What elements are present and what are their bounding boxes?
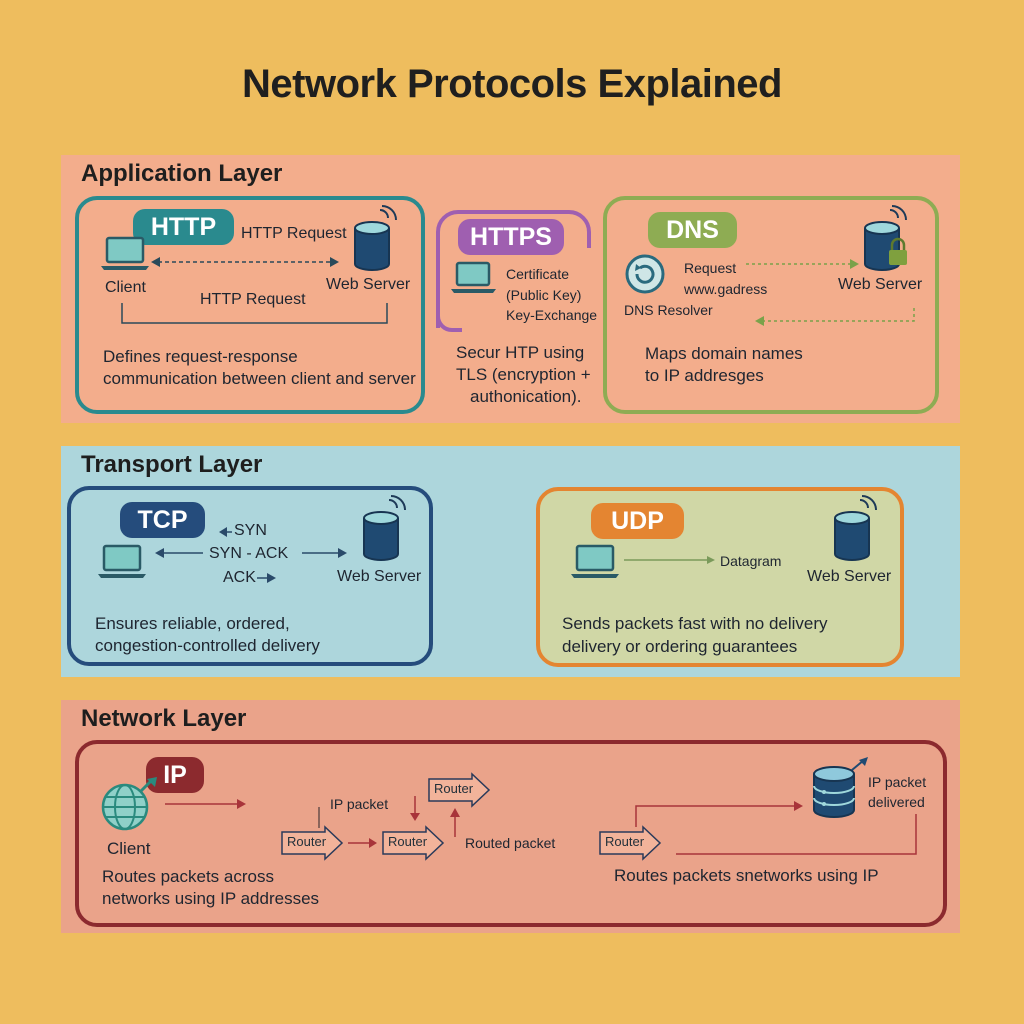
page-title: Network Protocols Explained	[242, 62, 782, 106]
tcp-description-2: congestion-controlled delivery	[95, 636, 320, 655]
network-layer-title: Network Layer	[81, 705, 247, 732]
synack-left-arrow	[155, 548, 203, 558]
https-frame	[436, 210, 591, 332]
delivery-line	[676, 814, 917, 855]
https-cert-3: Key-Exchange	[506, 307, 598, 323]
client-packet-arrow	[165, 799, 246, 809]
server-icon	[834, 495, 877, 561]
udp-description-1: Sends packets fast with no delivery	[562, 614, 828, 633]
dns-resolver-label: DNS Resolver	[624, 302, 713, 318]
router-1-label: Router	[287, 834, 327, 849]
dns-request-arrow	[746, 259, 859, 269]
dns-label: DNS	[648, 212, 737, 248]
refresh-icon	[625, 254, 665, 294]
router-2: Router	[382, 825, 445, 861]
server-icon	[363, 495, 406, 561]
globe-icon	[101, 777, 157, 831]
datagram-arrow	[624, 556, 715, 564]
ip-packet-label: IP packet	[330, 796, 389, 812]
syn-arrow	[219, 527, 232, 537]
udp-datagram: Datagram	[720, 553, 782, 569]
router-arrow-shape	[281, 825, 344, 861]
https-description-1: Secur HTP using	[456, 343, 585, 362]
dns-domain: www.gadress	[684, 281, 768, 297]
dns-card	[603, 196, 939, 414]
http-card	[75, 196, 425, 414]
http-request-top: HTTP Request	[241, 225, 347, 242]
ip-card	[75, 740, 947, 927]
tcp-syn: SYN	[234, 522, 267, 539]
to-server-arrow	[635, 801, 803, 827]
synack-right-arrow	[302, 548, 347, 558]
network-layer-band: Network Layer	[61, 700, 960, 933]
ip-description-left-1: Routes packets across	[102, 867, 274, 886]
tcp-server-label: Web Server	[337, 568, 422, 585]
http-label: HTTP	[133, 209, 234, 245]
router-4-label: Router	[605, 834, 645, 849]
tcp-description-1: Ensures reliable, ordered,	[95, 614, 290, 633]
dns-server-label: Web Server	[838, 276, 923, 293]
ip-packet-pointer	[318, 807, 320, 828]
ip-label: IP	[146, 757, 204, 793]
database-server-icon	[813, 757, 868, 818]
tcp-label: TCP	[120, 502, 205, 538]
router-4: Router	[599, 825, 662, 861]
udp-server-label: Web Server	[807, 568, 892, 585]
https-description-2: TLS (encryption +	[456, 365, 591, 384]
transport-layer-title: Transport Layer	[81, 451, 263, 478]
router-3: Router	[428, 772, 491, 808]
router-down-arrow	[410, 796, 420, 821]
router-arrow-shape	[599, 825, 662, 861]
server-icon	[354, 205, 397, 271]
http-bidirectional-arrow	[151, 257, 339, 267]
router-arrow-shape	[382, 825, 445, 861]
udp-description-2: delivery or ordering guarantees	[562, 637, 798, 656]
http-request-bottom: HTTP Request	[200, 291, 306, 308]
delivered-label-2: delivered	[868, 794, 925, 810]
routed-up-arrow	[450, 808, 460, 837]
http-bracket	[121, 303, 388, 324]
http-description-2: communication between client and server	[103, 369, 416, 388]
laptop-icon	[571, 544, 619, 578]
tcp-synack: SYN - ACK	[209, 545, 289, 562]
dns-response-arrow	[755, 308, 915, 326]
ack-arrow	[257, 573, 276, 583]
tcp-card	[67, 486, 433, 666]
dns-description-1: Maps domain names	[645, 344, 803, 363]
secure-server-icon	[864, 205, 907, 271]
http-description-1: Defines request-response	[103, 347, 298, 366]
http-client-label: Client	[105, 279, 146, 296]
tcp-ack: ACK	[223, 569, 256, 586]
udp-label: UDP	[591, 503, 684, 539]
router-link-arrow	[348, 838, 377, 848]
delivered-label-1: IP packet	[868, 774, 927, 790]
laptop-icon	[451, 261, 496, 293]
dns-description-2: to IP addresges	[645, 366, 764, 385]
https-description-3: authonication).	[470, 387, 582, 406]
dns-request: Request	[684, 260, 737, 276]
application-layer-title: Application Layer	[81, 160, 283, 187]
laptop-icon	[98, 544, 146, 578]
http-server-label: Web Server	[326, 276, 411, 293]
https-cert-2: (Public Key)	[506, 287, 582, 303]
ip-client-label: Client	[107, 839, 151, 858]
router-1: Router	[281, 825, 344, 861]
ip-description-right: Routes packets snetworks using IP	[614, 866, 879, 885]
ip-description-left-2: networks using IP addresses	[102, 889, 320, 908]
router-arrow-shape	[428, 772, 491, 808]
https-cert-1: Certificate	[506, 266, 570, 282]
laptop-icon	[101, 236, 149, 270]
https-label: HTTPS	[458, 219, 564, 255]
routed-packet-label: Routed packet	[465, 835, 556, 851]
router-2-label: Router	[388, 834, 428, 849]
router-3-label: Router	[434, 781, 474, 796]
